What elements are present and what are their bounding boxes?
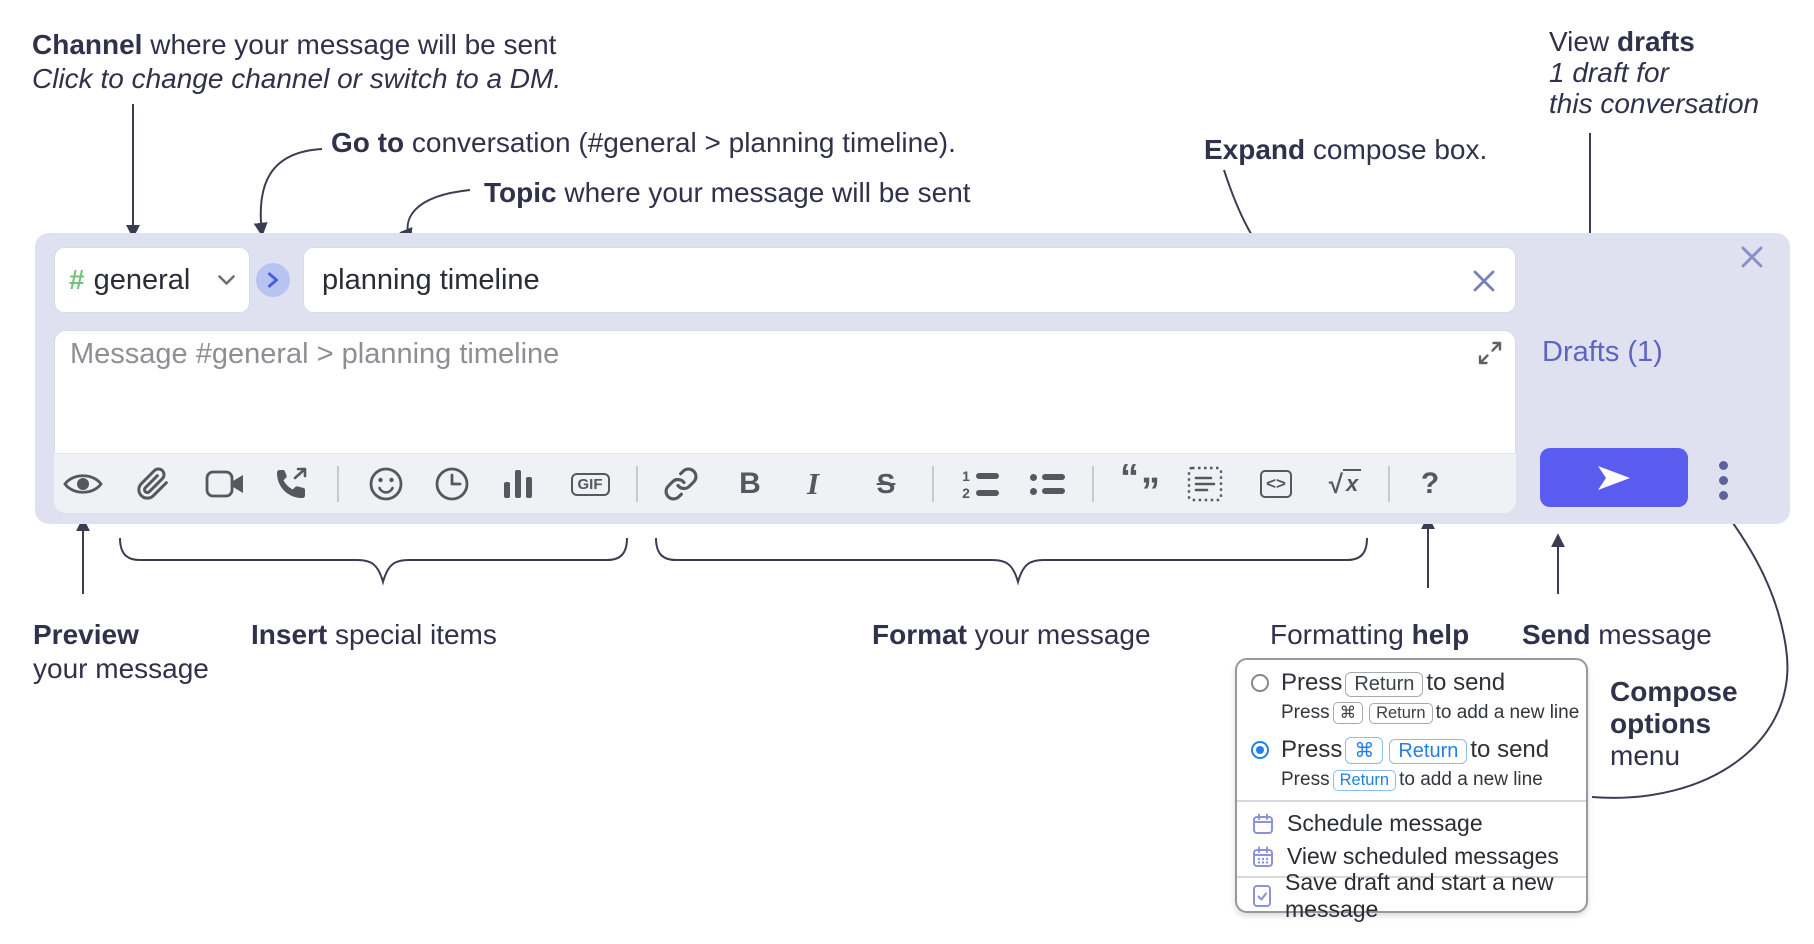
chevron-down-icon [218, 274, 235, 285]
recent-mentions-button[interactable] [430, 462, 474, 506]
quote-icon: “ ” [1120, 457, 1160, 513]
strikethrough-button[interactable]: S [864, 462, 908, 506]
formatting-help-note: Formatting help [1270, 619, 1470, 650]
formatting-toolbar [54, 453, 1516, 513]
preview-note: Preview your message [33, 619, 209, 684]
inline-code-button[interactable]: <> [1254, 462, 1298, 506]
italic-icon: I [806, 466, 820, 501]
topic-note: Topic where your message will be sent [484, 177, 971, 208]
expand-compose-icon[interactable] [1477, 340, 1503, 366]
video-message-button[interactable] [203, 462, 247, 506]
drafts-link[interactable]: Drafts (1) [1542, 336, 1663, 368]
channel-note: Channel where your message will be sent … [32, 29, 562, 94]
return-key: Return [1332, 770, 1397, 791]
link-icon [664, 467, 698, 501]
toolbar-divider [932, 466, 934, 502]
return-key: Return [1345, 672, 1424, 697]
goto-arrow [253, 148, 323, 237]
bulleted-list-button[interactable] [1025, 462, 1069, 506]
calendar-grid-icon [1251, 845, 1275, 869]
format-note: Format your message [872, 619, 1151, 650]
emoji-icon [369, 467, 403, 501]
insert-brace [119, 537, 628, 586]
bold-icon: B [739, 467, 761, 500]
return-key: Return [1369, 703, 1433, 724]
video-camera-icon [205, 470, 243, 498]
eye-icon [63, 474, 103, 494]
link-button[interactable] [659, 462, 703, 506]
equation-button[interactable]: √x [1323, 462, 1367, 506]
preview-button[interactable] [61, 462, 105, 506]
close-icon [1741, 246, 1763, 268]
compose-options-button[interactable] [1709, 454, 1737, 506]
attach-file-button[interactable] [131, 462, 175, 506]
gif-icon: GIF [570, 472, 610, 496]
blockquote-button[interactable]: “ ” [1118, 457, 1162, 513]
close-compose-button[interactable] [1736, 241, 1768, 273]
clock-icon [435, 467, 469, 501]
send-button[interactable] [1540, 448, 1688, 507]
menu-divider [1237, 800, 1586, 802]
phone-outgoing-icon [277, 467, 307, 498]
send-icon [1598, 465, 1630, 490]
code-block-icon [1187, 466, 1223, 502]
compose-options-note: Compose options menu [1610, 676, 1738, 771]
code-block-button[interactable] [1183, 462, 1227, 506]
toolbar-divider [1092, 466, 1094, 502]
calendar-icon [1251, 812, 1275, 836]
poll-button[interactable] [496, 462, 540, 506]
topic-value: planning timeline [322, 263, 540, 296]
bold-button[interactable]: B [728, 462, 772, 506]
toolbar-divider [636, 466, 638, 502]
expand-note: Expand compose box. [1204, 134, 1488, 165]
ordered-list-icon: 1 2 [961, 469, 999, 500]
emoji-button[interactable] [364, 462, 408, 506]
insert-note: Insert special items [251, 619, 497, 650]
toolbar-divider [1388, 466, 1390, 502]
return-key: Return [1389, 739, 1468, 764]
format-brace [655, 537, 1368, 586]
gif-button[interactable]: GIF [568, 462, 612, 506]
cmd-key: ⌘ [1332, 702, 1364, 724]
formatting-help-button[interactable]: ? [1408, 462, 1452, 506]
bulleted-list-icon [1029, 473, 1065, 495]
menu-divider [1237, 876, 1586, 878]
question-mark-icon: ? [1420, 467, 1440, 500]
channel-name: general [93, 263, 191, 296]
call-button[interactable] [269, 462, 313, 506]
menu-item-schedule-message[interactable]: Schedule message [1237, 807, 1586, 840]
channel-selector[interactable]: # general [54, 247, 250, 313]
goto-note: Go to conversation (#general > planning … [331, 127, 956, 158]
clear-topic-icon[interactable] [1470, 267, 1498, 295]
bar-chart-icon [504, 470, 532, 498]
menu-item-view-scheduled[interactable]: View scheduled messages [1237, 840, 1586, 873]
view-drafts-note: View drafts 1 draft for this conversatio… [1549, 26, 1760, 119]
message-placeholder: Message #general > planning timeline [70, 338, 560, 370]
topic-input[interactable]: planning timeline [303, 247, 1516, 313]
draft-check-icon [1251, 884, 1273, 908]
vertical-dots-icon [1718, 460, 1728, 470]
channel-hash-icon: # [69, 264, 85, 295]
strikethrough-icon: S [876, 468, 896, 499]
toolbar-divider [337, 466, 339, 502]
send-note: Send message [1522, 619, 1712, 650]
radio-cmd-return-to-send[interactable] [1251, 741, 1269, 759]
cmd-key: ⌘ [1345, 737, 1384, 764]
chevron-right-icon [268, 272, 278, 288]
paperclip-icon [137, 467, 168, 500]
menu-item-save-draft[interactable]: Save draft and start a new message [1237, 869, 1586, 922]
inline-code-icon: <> [1260, 470, 1292, 498]
square-root-icon: √x [1329, 468, 1362, 500]
italic-button[interactable]: I [791, 462, 835, 506]
go-to-conversation-button[interactable] [256, 263, 290, 297]
ordered-list-button[interactable]: 1 2 [958, 462, 1002, 506]
radio-return-to-send[interactable] [1251, 674, 1269, 692]
